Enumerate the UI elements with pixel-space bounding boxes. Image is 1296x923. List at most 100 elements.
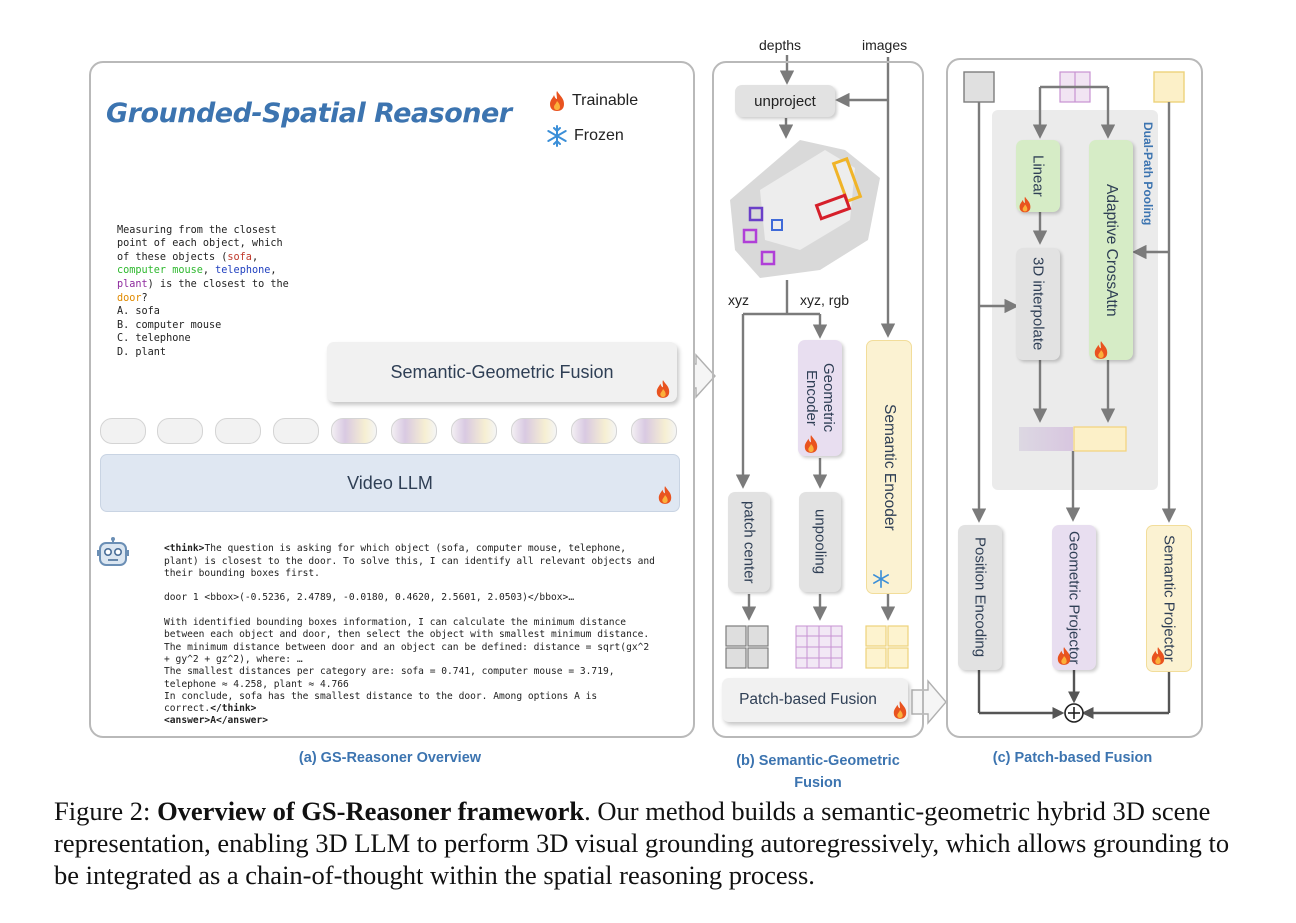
text-token: [215, 418, 261, 444]
patch-based-fusion-block: Patch-based Fusion: [722, 678, 908, 722]
response-line-2: plant) is closest to the door. To solve …: [164, 555, 655, 567]
legend-trainable-label: Trainable: [572, 92, 639, 109]
dual-path-pooling-label: Dual-Path Pooling: [1141, 122, 1155, 226]
question-line-1: Measuring from the closest: [117, 224, 277, 236]
interpolate-label: 3D interpolate: [1029, 257, 1047, 351]
figure-caption-rest: . Our method builds a semantic-geometric…: [54, 796, 1230, 890]
patch-center-block: patch center: [728, 492, 770, 592]
pooled-geometric-token: [1019, 427, 1073, 451]
scene-token: [631, 418, 677, 444]
response-line-7: The minimum distance between door and an…: [164, 641, 650, 653]
unproject-label: unproject: [754, 92, 816, 110]
xyz-rgb-label: xyz, rgb: [800, 292, 850, 308]
geometric-encoder-label: Geometric Encoder: [803, 363, 837, 433]
fire-icon: [1019, 196, 1031, 213]
question-object-door: door: [117, 292, 142, 304]
think-open-tag: <think>: [164, 543, 205, 555]
geometric-projector-block: Geometric Projector: [1052, 525, 1096, 670]
text-token: [157, 418, 203, 444]
fire-icon: [1094, 341, 1108, 359]
caption-panel-b-line2: Fusion: [794, 775, 842, 791]
option-b: B. computer mouse: [117, 319, 222, 331]
response-line-5: With identified bounding boxes informati…: [164, 617, 627, 629]
input-depths-label: depths: [759, 37, 802, 53]
response-line-8: + gy^2 + gz^2), where: …: [164, 653, 303, 665]
semantic-encoder-block: Semantic Encoder: [866, 340, 912, 594]
answer-tag: <answer>A</answer>: [164, 715, 268, 727]
robot-icon: [97, 537, 129, 566]
fire-icon: [658, 486, 672, 504]
question-object-telephone: telephone: [215, 265, 271, 277]
question-comma: ,: [251, 251, 259, 263]
scene-token: [511, 418, 557, 444]
option-d: D. plant: [117, 346, 167, 358]
patch-grid-grey: [725, 625, 769, 669]
figure-caption: Figure 2: Overview of GS-Reasoner framew…: [54, 795, 1254, 891]
response-line-6: between each object and door, then selec…: [164, 629, 650, 641]
point-cloud-scene: [730, 140, 880, 278]
geometric-projector-label: Geometric Projector: [1065, 530, 1083, 665]
legend-trainable: Trainable: [548, 90, 638, 112]
response-line-3: their bounding boxes first.: [164, 567, 320, 579]
response-line-10: telephone ≈ 4.258, plant ≈ 4.766: [164, 678, 349, 690]
unpooling-block: unpooling: [799, 492, 841, 592]
response-line-12: correct.: [164, 703, 211, 715]
text-token: [100, 418, 146, 444]
question-line-2: point of each object, which: [117, 238, 283, 250]
caption-panel-b: (b) Semantic-Geometric Fusion: [712, 750, 924, 794]
panel-title: Grounded-Spatial Reasoner: [106, 98, 512, 129]
video-llm-label: Video LLM: [347, 472, 433, 493]
semantic-projector-block: Semantic Projector: [1146, 525, 1192, 672]
position-encoding-label: Position Encoding: [971, 537, 989, 658]
sum-operator-icon: [1064, 703, 1084, 723]
snowflake-icon: [547, 125, 567, 147]
interpolate-block: 3D interpolate: [1016, 248, 1060, 360]
text-token: [273, 418, 319, 444]
caption-panel-c: (c) Patch-based Fusion: [992, 750, 1153, 766]
scene-token: [331, 418, 377, 444]
linear-block: Linear: [1016, 140, 1060, 212]
input-position-square: [963, 71, 995, 103]
legend-frozen: Frozen: [546, 125, 624, 147]
question-text: Measuring from the closest point of each…: [117, 224, 289, 358]
question-object-mouse: computer mouse: [117, 265, 203, 277]
scene-token: [571, 418, 617, 444]
think-close-tag: </think>: [210, 703, 257, 715]
fire-icon: [550, 91, 564, 111]
option-c: C. telephone: [117, 333, 191, 345]
patch-center-label: patch center: [740, 500, 758, 584]
response-line-11: In conclude, sofa has the smallest dista…: [164, 690, 598, 702]
unproject-block: unproject: [735, 85, 835, 117]
linear-label: Linear: [1029, 155, 1047, 197]
option-a: A. sofa: [117, 306, 160, 318]
adaptive-crossattn-block: Adaptive CrossAttn: [1089, 140, 1133, 360]
panel-semantic-geometric-fusion: [712, 61, 924, 738]
semantic-geometric-fusion-block: Semantic-Geometric Fusion: [327, 342, 677, 402]
fusion-block-label: Semantic-Geometric Fusion: [390, 361, 614, 382]
fire-icon: [893, 701, 907, 719]
fire-icon: [1151, 647, 1165, 665]
input-images-label: images: [862, 37, 908, 53]
video-llm-block: Video LLM: [100, 454, 680, 512]
response-line-1: The question is asking for which object …: [204, 543, 627, 555]
adaptive-crossattn-label: Adaptive CrossAttn: [1103, 183, 1120, 317]
patch-fusion-label: Patch-based Fusion: [739, 691, 877, 708]
legend-frozen-label: Frozen: [574, 127, 624, 144]
input-semantic-square: [1153, 71, 1185, 103]
question-closest-phrase: ) is the closest to the: [147, 278, 289, 290]
question-object-sofa: sofa: [227, 251, 252, 263]
reasoning-response: <think>The question is asking for which …: [164, 531, 655, 728]
panel-patch-based-fusion: [946, 58, 1203, 738]
patch-grid-purple: [795, 625, 843, 669]
figure-caption-bold: Overview of GS-Reasoner framework: [157, 796, 585, 826]
scene-token: [451, 418, 497, 444]
question-mark: ?: [141, 292, 148, 304]
position-encoding-block: Position Encoding: [958, 525, 1002, 670]
snowflake-icon: [873, 570, 889, 588]
fire-icon: [804, 435, 818, 453]
caption-panel-b-line1: (b) Semantic-Geometric: [736, 753, 900, 769]
semantic-projector-label: Semantic Projector: [1160, 535, 1178, 662]
question-object-plant: plant: [117, 278, 148, 290]
semantic-encoder-label: Semantic Encoder: [881, 403, 898, 531]
caption-panel-a: (a) GS-Reasoner Overview: [298, 750, 482, 766]
